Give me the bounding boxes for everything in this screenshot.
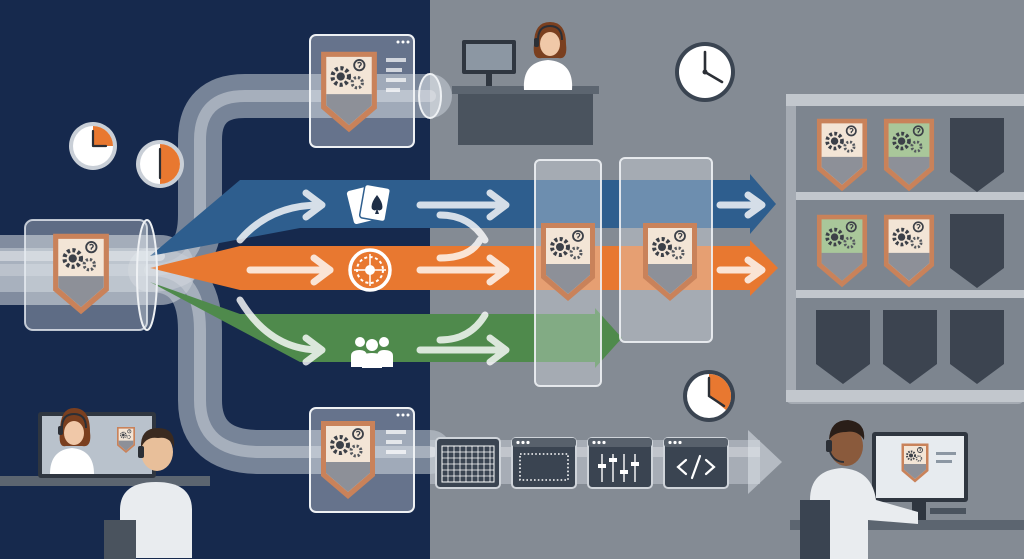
inlet-canister [24,219,158,331]
clock-bottom [683,370,735,422]
shelf-slot-2-3 [950,214,1004,288]
operator-desk-right [790,420,1024,559]
operator-video-call [0,408,210,559]
ui-card-grid [435,437,501,489]
processing-column-1 [534,159,602,387]
ui-card-code [663,437,729,489]
ui-card-dots [511,437,577,489]
playing-cards-icon [346,183,392,225]
lane-arrows [236,189,766,366]
top-glass-panel [309,34,415,148]
shelf-slot-3-3 [950,310,1004,384]
operator-top [452,22,599,145]
clock-left-1 [69,122,117,170]
shelf-slot-3-2 [883,310,937,384]
processing-column-2 [619,157,713,343]
people-group-icon [351,337,393,368]
clock-left-2 [136,140,184,188]
ui-card-sliders [587,437,653,489]
clock-top-right [675,42,735,102]
shelf-slot-1-3 [950,118,1004,192]
shelf-slot-3-1 [816,310,870,384]
roulette-wheel-icon [348,248,392,292]
bottom-glass-panel [309,407,415,513]
shelf-slots [815,116,1004,384]
